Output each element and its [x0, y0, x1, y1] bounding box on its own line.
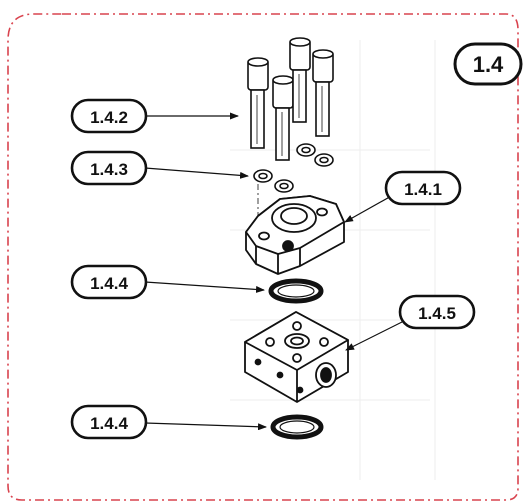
svg-text:1.4.2: 1.4.2 [90, 108, 128, 127]
section-badge: 1.4 [453, 42, 523, 86]
bolt-4 [312, 49, 334, 137]
adapter-block-1-4-5 [244, 311, 349, 403]
svg-text:1.4.5: 1.4.5 [418, 304, 456, 323]
bolt-3 [289, 37, 311, 123]
bolt-1 [247, 57, 269, 149]
o-ring-1-4-4-lower [270, 414, 324, 440]
callout-1-4-4-upper: 1.4.4 [70, 264, 148, 300]
callout-1-4-3: 1.4.3 [70, 150, 148, 186]
svg-text:1.4.1: 1.4.1 [404, 180, 442, 199]
bolts-1-4-2 [247, 37, 334, 161]
bolt-2 [272, 75, 294, 161]
section-label: 1.4 [473, 52, 504, 77]
section-frame [7, 13, 519, 501]
callout-1-4-4-lower: 1.4.4 [70, 404, 148, 440]
callout-1-4-1: 1.4.1 [384, 170, 462, 206]
svg-text:1.4.4: 1.4.4 [90, 414, 128, 433]
svg-text:1.4.3: 1.4.3 [90, 160, 128, 179]
flange-1-4-1 [245, 195, 345, 275]
callout-1-4-5: 1.4.5 [398, 294, 476, 330]
washers-1-4-3 [253, 143, 334, 193]
svg-text:1.4.4: 1.4.4 [90, 274, 128, 293]
callout-1-4-2: 1.4.2 [70, 98, 148, 134]
o-ring-1-4-4-upper [268, 278, 324, 304]
